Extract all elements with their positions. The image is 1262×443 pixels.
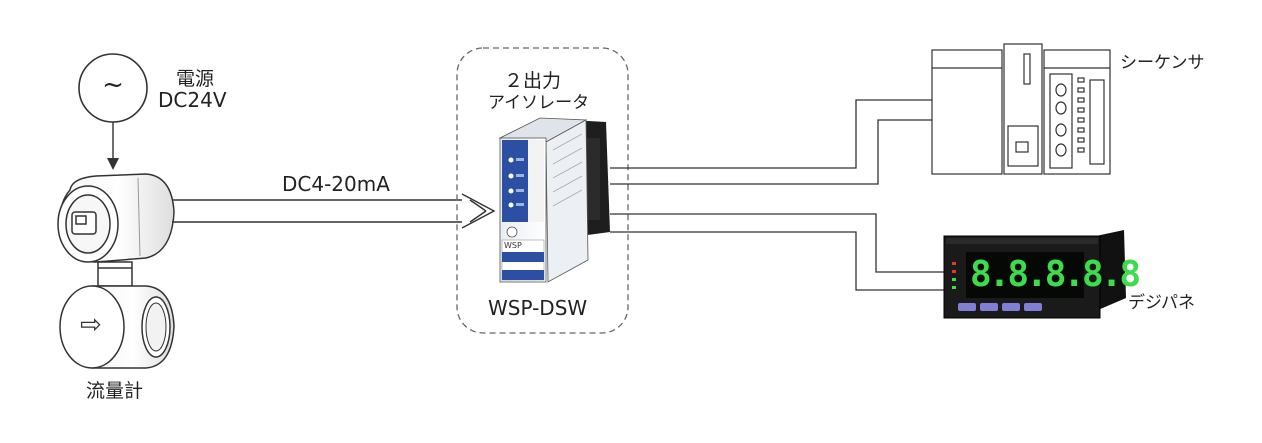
output-wires-panel-meter <box>610 213 944 291</box>
signal-arrow <box>172 193 496 229</box>
power-symbol: ~ <box>102 70 124 100</box>
isolator-title-line1: ２出力 <box>504 70 562 92</box>
power-spec: DC24V <box>158 88 227 112</box>
isolator-face-text: WSP <box>504 241 522 250</box>
isolator-title-line2: アイソレータ <box>488 93 590 113</box>
flowmeter-arrow-glyph: ⇨ <box>80 310 102 340</box>
output-wires-plc <box>610 99 932 185</box>
panel-meter-icon <box>943 230 1126 319</box>
isolator-boundary <box>456 47 629 334</box>
power-label: 電源 <box>176 68 215 90</box>
panel-meter-display: 8.8.8.8.8 <box>970 254 1141 295</box>
panel-meter-label: デジパネ <box>1128 293 1195 313</box>
plc-icon <box>931 43 1111 175</box>
isolator-model: WSP-DSW <box>488 296 588 320</box>
flowmeter-label: 流量計 <box>86 380 144 402</box>
isolator-module-icon <box>498 117 610 283</box>
signal-label: DC4-20mA <box>282 172 390 196</box>
flowmeter-icon <box>57 173 175 369</box>
plc-label: シーケンサ <box>1120 53 1205 73</box>
power-supply-arrow <box>107 122 119 170</box>
